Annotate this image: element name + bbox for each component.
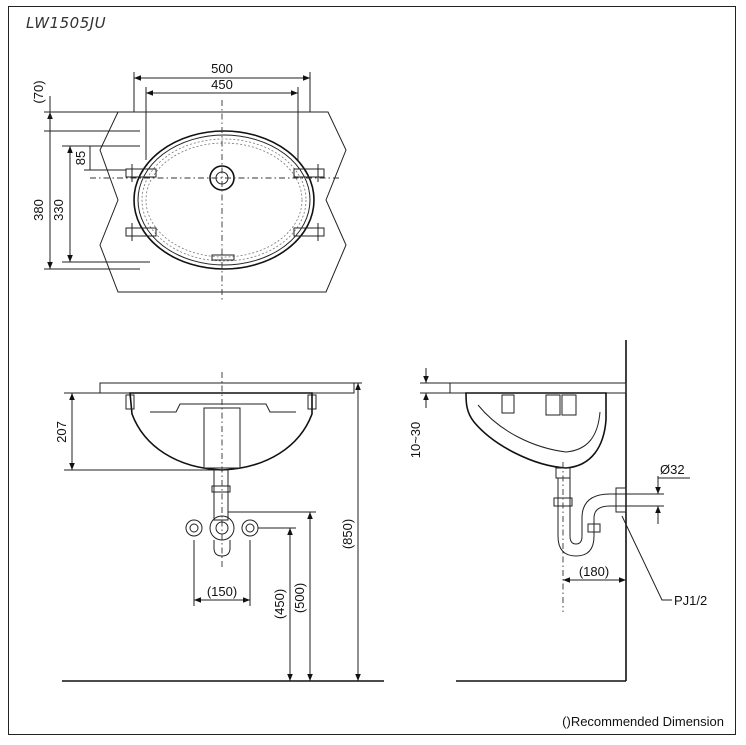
supply-right <box>241 519 259 537</box>
dim-180: (180) <box>579 564 609 579</box>
counter-top-front <box>99 382 355 394</box>
drawing-frame <box>8 6 736 735</box>
supply-left <box>185 519 203 537</box>
dim-850: (850) <box>340 519 355 549</box>
wall-flange <box>615 487 627 513</box>
front-view: 207 (150) (450) (500) (850) <box>54 372 384 682</box>
dim-330: 330 <box>51 199 66 221</box>
dim-500: 500 <box>211 61 233 76</box>
basin-rim-3 <box>141 138 307 262</box>
basin-rim-outer <box>133 130 315 270</box>
mounting-brackets <box>125 164 325 241</box>
dim-450: 450 <box>211 77 233 92</box>
trap-pipe-side <box>557 478 626 557</box>
top-view: 500 450 380 330 85 (70) <box>31 61 347 300</box>
basin-rim-4 <box>145 142 303 258</box>
model-number: LW1505JU <box>26 14 107 32</box>
overflow-slot <box>211 254 235 261</box>
dim-380: 380 <box>31 199 46 221</box>
dim-207: 207 <box>54 421 69 443</box>
dim-32: Ø32 <box>660 462 685 477</box>
side-view: 10~30 (180) Ø32 PJ1/2 <box>408 340 707 682</box>
basin-body-front <box>129 392 313 471</box>
basin-inner-front <box>150 403 296 413</box>
recommended-dimension-note: ()Recommended Dimension <box>562 714 724 729</box>
counter-top-side <box>449 382 627 394</box>
tailpiece-front <box>213 469 229 521</box>
dim-500-front: (500) <box>292 583 307 613</box>
label-pj: PJ1/2 <box>674 593 707 608</box>
dim-10-30: 10~30 <box>408 422 423 459</box>
counter-outline <box>99 111 347 293</box>
pj-leader <box>621 515 672 601</box>
dim-70: (70) <box>31 80 46 103</box>
basin-rim-2 <box>137 134 311 266</box>
basin-body-side <box>465 392 607 469</box>
dim-85: 85 <box>73 151 88 165</box>
dim-150: (150) <box>207 584 237 599</box>
dim-450-front: (450) <box>272 589 287 619</box>
